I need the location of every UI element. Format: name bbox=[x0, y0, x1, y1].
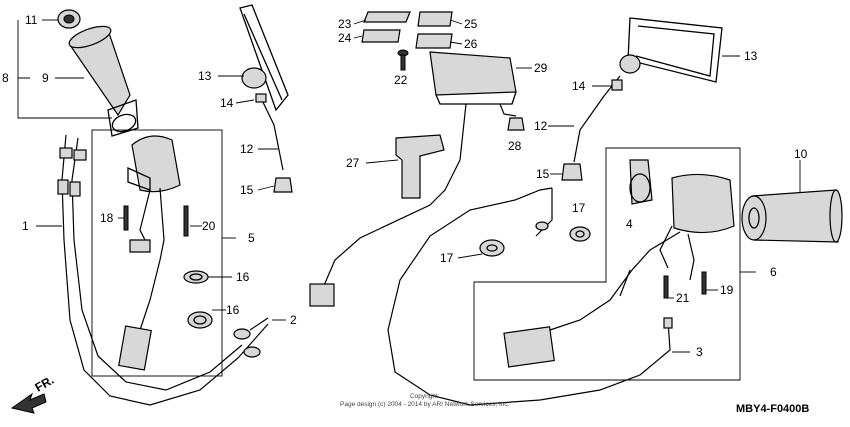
callout-22: 22 bbox=[394, 73, 408, 87]
cable-clamp-17a[interactable] bbox=[479, 239, 505, 257]
callout-6: 6 bbox=[770, 265, 777, 279]
callout-28: 28 bbox=[508, 139, 522, 153]
switch-cover-23[interactable] bbox=[363, 11, 411, 23]
nut-28[interactable] bbox=[507, 117, 525, 131]
switch-cover-26[interactable] bbox=[415, 33, 453, 49]
right-switch-box bbox=[473, 147, 741, 381]
switch-housing-29[interactable] bbox=[309, 51, 517, 307]
callout-11: 11 bbox=[25, 13, 38, 27]
screw-18[interactable] bbox=[123, 205, 129, 231]
callout-3: 3 bbox=[696, 345, 703, 359]
callout-23: 23 bbox=[338, 17, 352, 31]
bracket-27[interactable] bbox=[395, 134, 445, 199]
right-grip[interactable] bbox=[741, 189, 843, 243]
callout-14-left: 14 bbox=[220, 96, 234, 110]
copyright-line: Copyright bbox=[410, 393, 438, 400]
cable-clamp-16b[interactable] bbox=[187, 311, 213, 329]
callout-10: 10 bbox=[794, 147, 808, 161]
callout-17-a: 17 bbox=[440, 251, 454, 265]
left-switch-box bbox=[91, 129, 223, 377]
right-mirror[interactable] bbox=[561, 17, 723, 181]
callout-9: 9 bbox=[42, 71, 49, 85]
callout-27: 27 bbox=[346, 156, 360, 170]
screw-21[interactable] bbox=[663, 275, 669, 299]
callout-8: 8 bbox=[2, 71, 9, 85]
callout-5: 5 bbox=[248, 231, 255, 245]
callout-18: 18 bbox=[100, 211, 114, 225]
cable-clamp-17b[interactable] bbox=[569, 226, 591, 242]
callout-19: 19 bbox=[720, 283, 734, 297]
callout-1: 1 bbox=[22, 219, 29, 233]
callout-20: 20 bbox=[202, 219, 216, 233]
front-direction-arrow bbox=[10, 392, 47, 414]
callout-21: 21 bbox=[676, 291, 690, 305]
callout-25: 25 bbox=[464, 17, 478, 31]
left-handlebar-switch[interactable] bbox=[118, 135, 181, 371]
callout-14-right: 14 bbox=[572, 79, 586, 93]
screw-22[interactable] bbox=[397, 49, 409, 71]
switch-cover-25[interactable] bbox=[417, 11, 453, 27]
callout-4: 4 bbox=[626, 217, 633, 231]
callout-16-b: 16 bbox=[226, 303, 240, 317]
callout-26: 26 bbox=[464, 37, 478, 51]
throttle-pipe-4[interactable] bbox=[629, 159, 653, 205]
left-mirror[interactable] bbox=[239, 4, 293, 193]
cable-clamp-16a[interactable] bbox=[183, 270, 209, 284]
page-design-line: Page design (c) 2004 - 2014 by ARI Netwo… bbox=[340, 401, 510, 408]
throttle-cable[interactable] bbox=[57, 134, 269, 406]
screw-20[interactable] bbox=[183, 205, 189, 237]
right-handlebar-switch[interactable] bbox=[503, 173, 735, 368]
callout-16-a: 16 bbox=[236, 270, 250, 284]
callout-12-right: 12 bbox=[534, 119, 548, 133]
switch-cover-24[interactable] bbox=[361, 29, 401, 43]
callout-15-left: 15 bbox=[240, 183, 254, 197]
callout-24: 24 bbox=[338, 31, 352, 45]
callout-12-left: 12 bbox=[240, 142, 254, 156]
callout-15-right: 15 bbox=[536, 167, 550, 181]
callout-2: 2 bbox=[290, 313, 297, 327]
diagram-code: MBY4-F0400B bbox=[736, 403, 809, 415]
callout-13-left: 13 bbox=[198, 69, 212, 83]
grip-end-weight[interactable] bbox=[57, 9, 81, 29]
callout-17-b: 17 bbox=[572, 201, 586, 215]
left-grip[interactable] bbox=[67, 22, 139, 137]
front-direction-label: FR. bbox=[33, 373, 57, 395]
callout-29: 29 bbox=[534, 61, 548, 75]
screw-19[interactable] bbox=[701, 271, 707, 295]
callout-13-right: 13 bbox=[744, 49, 758, 63]
